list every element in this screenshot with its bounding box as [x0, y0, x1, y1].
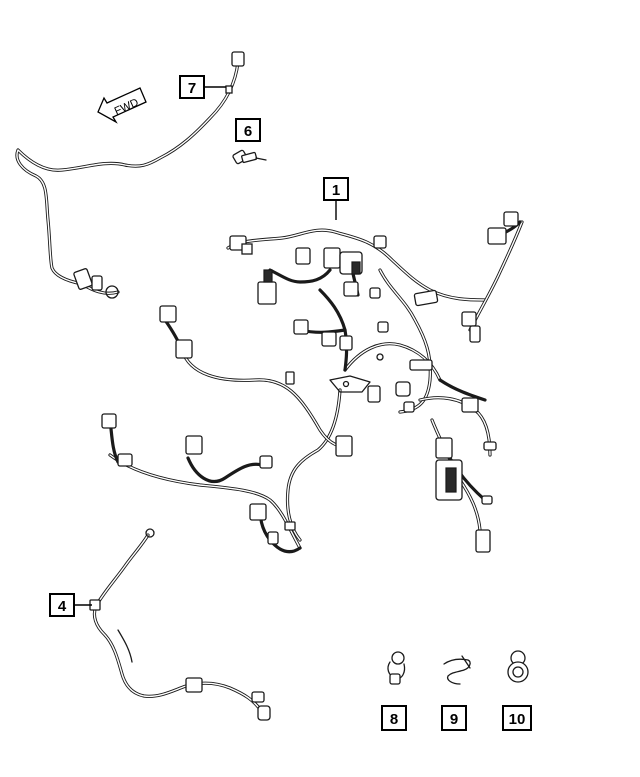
callout-4-label: 4: [58, 598, 67, 615]
callout-4: 4: [49, 593, 92, 617]
part-7-harness: [15, 51, 245, 299]
part-9-clip: [443, 655, 471, 685]
callout-9: 9: [441, 705, 467, 731]
callout-6-label: 6: [244, 123, 252, 140]
callout-1: 1: [323, 177, 349, 220]
part-8-fastener: [387, 651, 406, 685]
callout-9-label: 9: [450, 711, 458, 728]
callout-1-label: 1: [332, 182, 340, 199]
callout-10: 10: [502, 705, 532, 731]
callout-7: 7: [179, 75, 226, 99]
part-6-sensor: [232, 149, 267, 165]
callout-8: 8: [381, 705, 407, 731]
part-1-main-harness: [101, 211, 524, 554]
forward-direction-arrow: FWD: [97, 87, 147, 124]
callout-10-label: 10: [509, 711, 526, 728]
part-10-grommet: [507, 650, 529, 683]
callout-7-label: 7: [188, 80, 196, 97]
part-4-cable: [89, 528, 271, 721]
callout-8-label: 8: [390, 711, 398, 728]
callout-6: 6: [235, 118, 261, 142]
